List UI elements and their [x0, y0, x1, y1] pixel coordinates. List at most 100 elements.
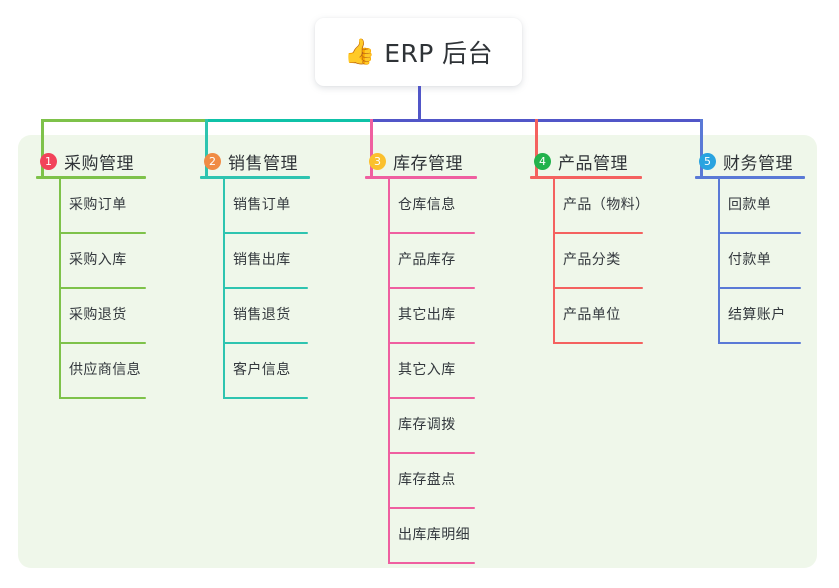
leaf-item[interactable]: 结算账户 — [695, 289, 835, 344]
connector-root-drop — [418, 86, 421, 122]
leaf-label: 产品（物料） — [563, 197, 650, 213]
leaf-item[interactable]: 其它入库 — [365, 344, 515, 399]
leaf-item[interactable]: 库存调拨 — [365, 399, 515, 454]
leaf-label: 产品分类 — [563, 252, 621, 268]
leaf-underline — [223, 397, 308, 399]
branch-title: 库存管理 — [393, 153, 463, 174]
leaf-list-5: 回款单付款单结算账户 — [695, 179, 835, 344]
branch-header-2[interactable]: 2 销售管理 — [200, 146, 348, 176]
branch-column-2: 2 销售管理销售订单销售出库销售退货客户信息 — [200, 146, 348, 399]
leaf-item[interactable]: 产品库存 — [365, 234, 515, 289]
leaf-item[interactable]: 库存盘点 — [365, 454, 515, 509]
leaf-underline — [59, 342, 146, 344]
branch-header-5[interactable]: 5 财务管理 — [695, 146, 835, 176]
leaf-item[interactable]: 供应商信息 — [36, 344, 186, 399]
leaf-item[interactable]: 采购订单 — [36, 179, 186, 234]
branch-number-badge: 1 — [40, 152, 57, 170]
leaf-item[interactable]: 付款单 — [695, 234, 835, 289]
leaf-label: 其它出库 — [398, 307, 456, 323]
leaf-label: 采购退货 — [69, 307, 127, 323]
leaf-list-3: 仓库信息产品库存其它出库其它入库库存调拨库存盘点出库库明细 — [365, 179, 515, 564]
branch-underline — [530, 176, 642, 179]
leaf-underline — [59, 287, 146, 289]
leaf-label: 采购入库 — [69, 252, 127, 268]
leaf-underline — [388, 397, 475, 399]
leaf-item[interactable]: 回款单 — [695, 179, 835, 234]
leaf-item[interactable]: 采购退货 — [36, 289, 186, 344]
leaf-item[interactable]: 仓库信息 — [365, 179, 515, 234]
leaf-underline — [388, 452, 475, 454]
branch-column-4: 4 产品管理产品（物料） 产品分类产品单位 — [530, 146, 680, 344]
leaf-item[interactable]: 采购入库 — [36, 234, 186, 289]
leaf-item[interactable]: 其它出库 — [365, 289, 515, 344]
leaf-item[interactable]: 产品（物料） — [530, 179, 680, 234]
branch-number-badge: 4 — [534, 152, 551, 170]
leaf-label: 产品单位 — [563, 307, 621, 323]
leaf-underline — [223, 232, 308, 234]
leaf-stem — [553, 179, 555, 344]
leaf-label: 回款单 — [728, 197, 772, 213]
leaf-underline — [718, 342, 801, 344]
leaf-underline — [553, 232, 643, 234]
leaf-label: 销售退货 — [233, 307, 291, 323]
leaf-stem — [388, 179, 390, 564]
leaf-item[interactable]: 出库库明细 — [365, 509, 515, 564]
leaf-underline — [59, 232, 146, 234]
leaf-stem — [59, 179, 61, 399]
leaf-label: 销售订单 — [233, 197, 291, 213]
leaf-underline — [388, 562, 475, 564]
connector-drop-1 — [41, 119, 44, 177]
leaf-item[interactable]: 销售出库 — [200, 234, 348, 289]
connector-drop-4 — [535, 119, 538, 177]
leaf-label: 产品库存 — [398, 252, 456, 268]
leaf-item[interactable]: 产品单位 — [530, 289, 680, 344]
leaf-underline — [718, 232, 801, 234]
branch-column-5: 5 财务管理回款单付款单结算账户 — [695, 146, 835, 344]
leaf-label: 库存调拨 — [398, 417, 456, 433]
leaf-underline — [388, 342, 475, 344]
connector-trunk-mid — [205, 119, 373, 122]
leaf-underline — [553, 287, 643, 289]
branch-header-3[interactable]: 3 库存管理 — [365, 146, 515, 176]
branch-number-badge: 5 — [699, 152, 716, 170]
leaf-label: 客户信息 — [233, 362, 291, 378]
leaf-label: 库存盘点 — [398, 472, 456, 488]
leaf-label: 供应商信息 — [69, 362, 141, 378]
leaf-label: 销售出库 — [233, 252, 291, 268]
leaf-underline — [223, 287, 308, 289]
branches-panel — [18, 135, 817, 568]
leaf-label: 仓库信息 — [398, 197, 456, 213]
leaf-underline — [718, 287, 801, 289]
branch-title: 产品管理 — [558, 153, 628, 174]
branch-number-badge: 3 — [369, 152, 386, 170]
branch-underline — [365, 176, 477, 179]
leaf-item[interactable]: 客户信息 — [200, 344, 348, 399]
branch-underline — [36, 176, 146, 179]
leaf-underline — [553, 342, 643, 344]
branch-header-4[interactable]: 4 产品管理 — [530, 146, 680, 176]
leaf-item[interactable]: 产品分类 — [530, 234, 680, 289]
leaf-stem — [718, 179, 720, 344]
connector-drop-3 — [370, 119, 373, 177]
thumbs-up-emoji: 👍 — [344, 37, 376, 66]
leaf-item[interactable]: 销售退货 — [200, 289, 348, 344]
branch-number-badge: 2 — [204, 152, 221, 170]
leaf-underline — [388, 287, 475, 289]
branch-title: 财务管理 — [723, 153, 793, 174]
branch-underline — [695, 176, 805, 179]
leaf-item[interactable]: 销售订单 — [200, 179, 348, 234]
leaf-label: 其它入库 — [398, 362, 456, 378]
connector-drop-2 — [205, 119, 208, 177]
leaf-label: 付款单 — [728, 252, 772, 268]
leaf-label: 采购订单 — [69, 197, 127, 213]
leaf-list-4: 产品（物料） 产品分类产品单位 — [530, 179, 680, 344]
leaf-underline — [223, 342, 308, 344]
root-title: ERP 后台 — [384, 39, 493, 68]
branch-title: 销售管理 — [228, 153, 298, 174]
root-node[interactable]: 👍 ERP 后台 — [315, 18, 522, 86]
connector-trunk-left — [41, 119, 208, 122]
leaf-underline — [388, 232, 475, 234]
